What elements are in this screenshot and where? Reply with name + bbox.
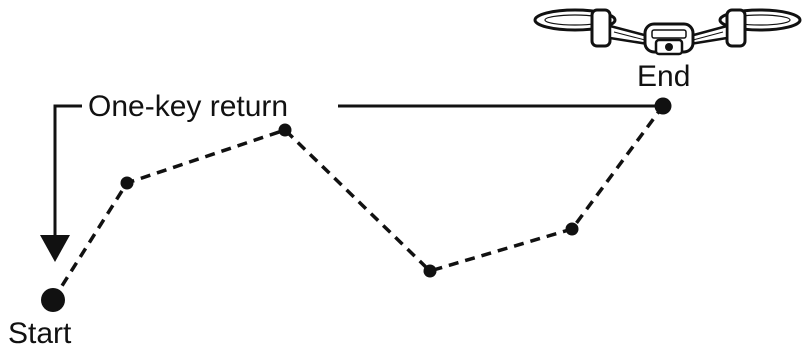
waypoint <box>423 264 437 278</box>
drone-icon <box>533 8 802 56</box>
flight-path <box>51 104 665 301</box>
return-label: One-key return <box>88 90 288 123</box>
return-line-left <box>53 104 82 238</box>
waypoint <box>120 176 134 190</box>
arrow-down-icon <box>40 235 70 262</box>
start-label: Start <box>8 317 72 350</box>
start-point <box>41 288 65 312</box>
waypoint <box>565 222 579 236</box>
end-label: End <box>637 60 690 93</box>
end-point <box>654 97 672 115</box>
waypoint <box>278 123 292 137</box>
